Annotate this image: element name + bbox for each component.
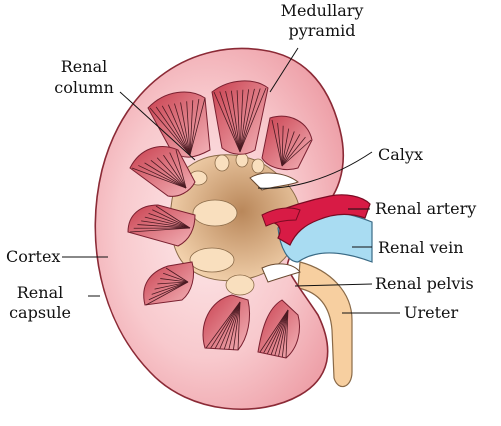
pyramid-striation-line [281, 309, 289, 358]
pyramid-striation-line [228, 301, 241, 350]
label-renal-artery: Renal artery [375, 199, 476, 218]
pyramid-striation-line [155, 106, 191, 156]
pyramid-striation-line [155, 205, 191, 229]
label-medullary-pyramid-2: pyramid [289, 21, 356, 40]
pyramid-striation-line [144, 216, 191, 229]
pyramid-striation-line [281, 134, 301, 167]
pyramid-striation-line [239, 89, 244, 153]
pyramid-striation-line [163, 272, 189, 283]
pyramid-striation-line [160, 278, 189, 283]
pyramid-striation-line [281, 131, 295, 167]
pyramid-striation-line [239, 88, 261, 153]
pyramid-striation-line [150, 159, 187, 189]
pyramid-striation-line [180, 102, 191, 156]
pyramid-striation-line [214, 301, 241, 349]
pyramid-striation-line [175, 149, 187, 189]
pyramid-striation-line [259, 309, 289, 353]
leader-lines [62, 47, 400, 314]
pyramid-striation-line [148, 281, 189, 301]
pyramid-striations [129, 87, 312, 359]
pyramid-striation-line [189, 97, 206, 156]
pyramid-striation-line [281, 136, 306, 167]
label-renal-column-1: Renal [61, 57, 107, 76]
pyramid-striation-line [163, 154, 187, 189]
pyramid-striation-line [237, 301, 241, 351]
pyramid-striation-line [270, 309, 289, 355]
pyramid-striation-line [167, 104, 191, 156]
pyramid-striation-line [213, 91, 241, 153]
label-renal-pelvis: Renal pelvis [375, 274, 474, 293]
pyramid-striation-line [281, 139, 312, 167]
pyramid-striation-line [263, 309, 289, 354]
pyramid-striation-line [219, 91, 241, 153]
pyramid-striation-line [169, 152, 187, 189]
label-ureter: Ureter [404, 303, 459, 322]
pyramid-striation-line [186, 101, 191, 156]
pyramid-striation-line [151, 281, 189, 295]
pyramid-striation-line [156, 157, 187, 189]
pyramid-striation-line [189, 100, 194, 156]
pyramid-striation-line [165, 267, 189, 283]
pyramid-striation-line [271, 119, 283, 167]
label-renal-capsule-1: Renal [17, 283, 63, 302]
pyramid-striation-line [230, 90, 241, 153]
label-cortex: Cortex [6, 247, 60, 266]
pyramid-striation-line [285, 309, 289, 359]
pyramid-striation-line [154, 281, 189, 290]
pyramid-striation-line [239, 87, 267, 153]
pyramid-striation-line [277, 122, 283, 167]
pyramid-striation-line [205, 301, 241, 349]
label-medullary-pyramid-1: Medullary [281, 1, 364, 20]
ureter-shape [297, 261, 353, 388]
pyramid-striation-line [152, 209, 191, 229]
minor-calyces [188, 152, 265, 296]
pyramid-striation-line [157, 281, 189, 285]
artery-branch-shape [261, 207, 301, 227]
label-renal-capsule-2: capsule [9, 303, 71, 322]
pyramid-striation-line [141, 220, 191, 229]
pyramid-striation-line [210, 301, 241, 349]
pyramid-striation-line [174, 103, 191, 156]
pyramid-striation-line [149, 107, 191, 156]
pyramid-striation-line [148, 213, 191, 229]
pyramid-striation-line [145, 281, 189, 306]
pyramid-striation-line [189, 99, 200, 156]
pyramid-striation-line [161, 105, 191, 156]
pyramid-striation-line [233, 301, 241, 350]
label-renal-vein: Renal vein [378, 238, 464, 257]
pyramid-striation-line [267, 309, 289, 354]
pyramid-striation-line [274, 309, 289, 356]
pyramid-striation-line [137, 224, 191, 229]
pyramid-striation-line [225, 91, 241, 153]
renal-pelvis-opening [261, 263, 301, 283]
pyramid-striation-line [129, 227, 191, 233]
pyramid-striation-line [131, 167, 187, 189]
pyramid-striation-line [223, 301, 241, 350]
pyramid-striation-line [219, 301, 241, 350]
pyramid-striation-line [281, 128, 290, 167]
pyramid-striation-line [138, 165, 187, 189]
renal-artery-shape [267, 194, 371, 246]
pyramid-striation-line [144, 162, 187, 189]
label-renal-column-2: column [54, 78, 114, 97]
label-calyx: Calyx [378, 145, 423, 164]
pyramid-striation-line [239, 89, 250, 153]
pyramid-striation-line [236, 90, 241, 153]
pyramid-striation-line [239, 88, 255, 153]
pyramid-striation-line [281, 125, 284, 167]
pyramid-striation-line [278, 309, 289, 357]
